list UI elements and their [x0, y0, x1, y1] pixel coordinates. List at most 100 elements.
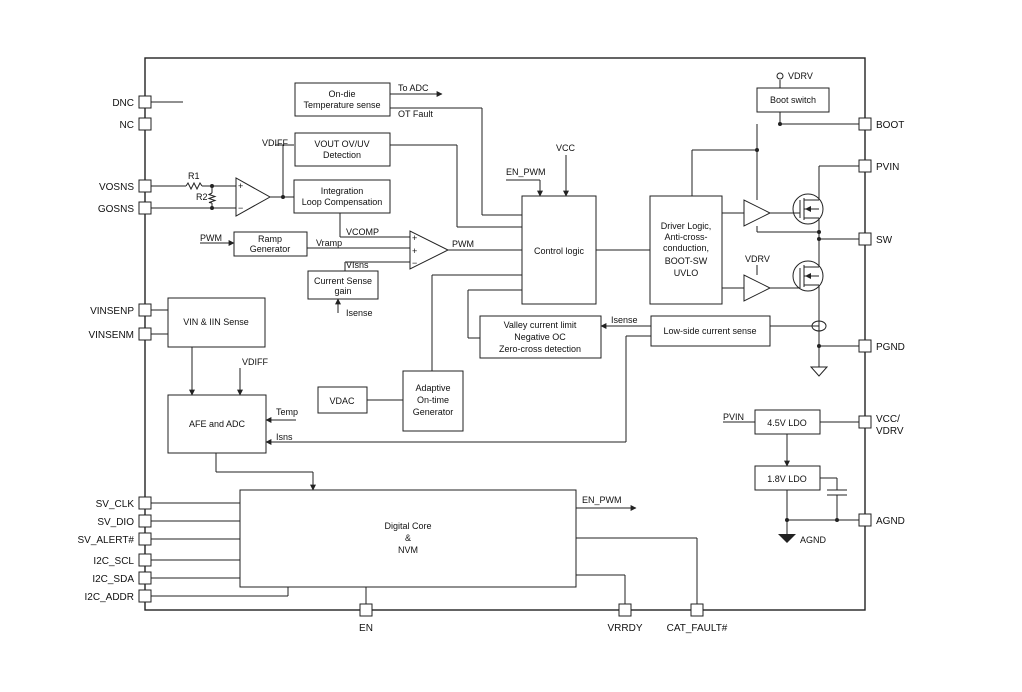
low-side-buffer-icon — [743, 274, 772, 302]
wires — [151, 80, 859, 604]
driver-label-5: UVLO — [674, 268, 699, 278]
pin-dnc — [138, 95, 152, 109]
control-logic-block — [521, 195, 597, 305]
driver-label-2: Anti-cross- — [664, 232, 707, 242]
vdiff-afe-label: VDIFF — [242, 357, 269, 367]
current-sense-loop-icon — [811, 320, 827, 332]
pin-label-boot: BOOT — [876, 120, 904, 131]
pin-label-vrrdy: VRRDY — [607, 623, 642, 634]
driver-logic-block — [649, 195, 723, 305]
pin-label-en: EN — [359, 623, 373, 634]
core-label-2: & — [405, 533, 411, 543]
pin-i2c-sda — [138, 571, 152, 585]
pin-label-i2c-scl: I2C_SCL — [93, 556, 134, 567]
temp-sense-label-2: Temperature sense — [303, 100, 380, 110]
pin-label-vinsenp: VINSENP — [90, 306, 134, 317]
integ-label-2: Loop Compensation — [302, 197, 383, 207]
aot-label-3: Generator — [413, 407, 454, 417]
r2-label: R2 — [196, 192, 208, 202]
pin-label-sv-clk: SV_CLK — [96, 499, 135, 510]
pin-vosns — [138, 179, 152, 193]
control-logic-label: Control logic — [534, 246, 585, 256]
diff-amp-minus: − — [238, 203, 243, 213]
aot-label-1: Adaptive — [415, 383, 450, 393]
isns-label: Isns — [276, 432, 293, 442]
pvin-ldo-label: PVIN — [723, 412, 744, 422]
vout-label-2: Detection — [323, 150, 361, 160]
pwm-in-label: PWM — [200, 233, 222, 243]
comp-minus: − — [412, 258, 417, 268]
ldo18-label: 1.8V LDO — [767, 474, 807, 484]
resistor-r1-icon — [185, 181, 203, 191]
ramp-generator-block — [233, 231, 308, 257]
low-side-mosfet-icon — [788, 260, 824, 302]
pin-label-vdrv: VDRV — [876, 426, 904, 437]
comp-plus-1: + — [412, 233, 417, 243]
afe-adc-block — [167, 394, 267, 454]
valley-current-limit-block — [479, 315, 602, 359]
pin-label-gosns: GOSNS — [98, 204, 134, 215]
pin-vinsenm — [138, 327, 152, 341]
valley-label-2: Negative OC — [514, 332, 566, 342]
diff-amp-plus: + — [238, 181, 243, 191]
visns-label: VIsns — [346, 260, 369, 270]
pin-label-pgnd: PGND — [876, 342, 905, 353]
ldo-1v8-block — [754, 465, 821, 491]
pin-nc — [138, 117, 152, 131]
valley-label-3: Zero-cross detection — [499, 344, 581, 354]
pin-labels: DNC NC VOSNS GOSNS VINSENP VINSENM SV_CL… — [77, 98, 904, 634]
driver-label-3: conduction, — [663, 243, 709, 253]
valley-label-1: Valley current limit — [504, 320, 577, 330]
vout-ovuv-block — [294, 132, 391, 167]
pin-vrrdy — [618, 603, 632, 617]
pin-sv-alert — [138, 532, 152, 546]
pin-pvin — [858, 159, 872, 173]
vdrv-supply-node-icon — [776, 72, 784, 80]
pin-label-vosns: VOSNS — [99, 182, 134, 193]
pin-i2c-scl — [138, 553, 152, 567]
pwm-out-label: PWM — [452, 239, 474, 249]
loop-compensation-block — [293, 179, 391, 214]
pin-label-pvin: PVIN — [876, 162, 899, 173]
block-labels: On-die Temperature sense VOUT OV/UV Dete… — [183, 89, 816, 555]
core-label-3: NVM — [398, 545, 418, 555]
low-side-current-sense-block — [650, 315, 771, 347]
vout-label-1: VOUT OV/UV — [314, 139, 369, 149]
temperature-sense-block — [294, 82, 391, 117]
comp-plus-2: + — [412, 246, 417, 256]
aot-label-2: On-time — [417, 395, 449, 405]
driver-label-4: BOOT-SW — [665, 256, 708, 266]
vdiff-top-label: VDIFF — [262, 138, 289, 148]
pin-i2c-addr — [138, 589, 152, 603]
pin-cat-fault — [690, 603, 704, 617]
pin-gosns — [138, 201, 152, 215]
en-pwm-top-label: EN_PWM — [506, 167, 546, 177]
pin-label-sv-dio: SV_DIO — [97, 517, 134, 528]
to-adc-label: To ADC — [398, 83, 429, 93]
ramp-label-1: Ramp — [258, 234, 282, 244]
adaptive-on-time-block — [402, 370, 464, 432]
resistor-r2-icon — [207, 192, 217, 204]
pwm-comparator-icon — [409, 230, 450, 270]
temp-label: Temp — [276, 407, 298, 417]
vramp-label: Vramp — [316, 238, 342, 248]
boot-switch-block — [756, 87, 830, 113]
signal-labels: To ADC OT Fault VDIFF VCC EN_PWM R1 R2 P… — [188, 71, 827, 545]
current-sense-gain-block — [307, 270, 379, 300]
core-label-1: Digital Core — [384, 521, 431, 531]
pin-label-agnd: AGND — [876, 516, 905, 527]
agnd-gnd-label: AGND — [800, 535, 827, 545]
vdrv-mid-label: VDRV — [745, 254, 770, 264]
agnd-ground-icon — [778, 534, 796, 543]
pin-label-dnc: DNC — [112, 98, 134, 109]
pin-label-i2c-sda: I2C_SDA — [92, 574, 134, 585]
ldo45-label: 4.5V LDO — [767, 418, 807, 428]
pin-pgnd — [858, 339, 872, 353]
pin-boot — [858, 117, 872, 131]
digital-core-block — [239, 489, 577, 588]
isense-in-label: Isense — [346, 308, 373, 318]
pins — [138, 95, 872, 617]
ramp-label-2: Generator — [250, 244, 291, 254]
high-side-mosfet-icon — [788, 190, 824, 228]
ldo-4v5-block — [754, 409, 821, 435]
